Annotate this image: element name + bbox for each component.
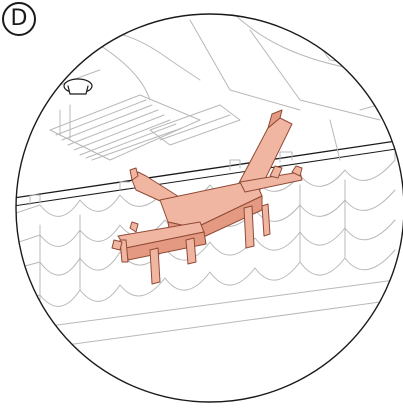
housing-curve [249,29,381,121]
detail-circle-border [15,13,403,403]
step-label-badge: D [2,2,36,36]
bracket-leg [149,247,161,285]
bracket-icon [111,109,303,285]
bracket-leg [261,203,271,237]
rail-tabs [29,151,293,206]
rail-edge [16,139,403,201]
bracket-leg [119,239,129,263]
housing-curve [229,14,361,71]
bracket-leg [243,205,255,249]
knob-icon [63,78,93,95]
rail-edge [16,147,403,209]
heat-sink [49,94,241,161]
step-label: D [10,6,28,31]
bracket-leg [185,237,197,265]
bracket-crossbar [239,171,303,193]
housing-curve [189,19,301,111]
